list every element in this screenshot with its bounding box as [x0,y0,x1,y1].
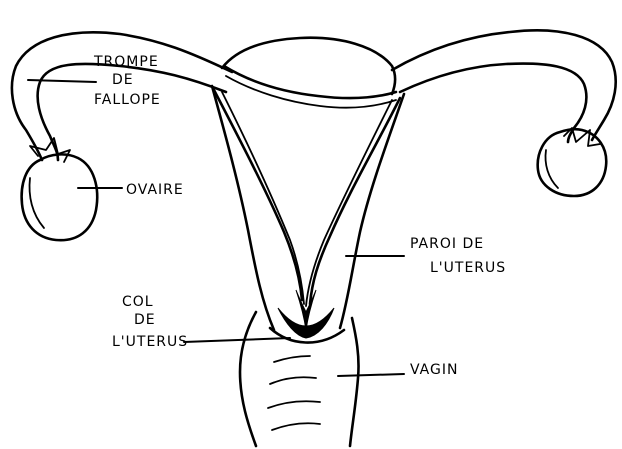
leader-col [184,338,290,342]
left-ovary [22,154,98,240]
leader-lines [28,80,404,376]
label-paroi-line2: L'UTERUS [430,260,506,276]
label-col-line1: COL [122,294,154,310]
label-trompe-line3: FALLOPE [94,92,161,108]
label-trompe-line1: TROMPE [93,54,159,70]
leader-trompe [28,80,96,82]
label-vagin: VAGIN [410,362,458,378]
label-paroi-line1: PAROI DE [410,236,484,252]
label-col-line3: L'UTERUS [112,334,188,350]
label-col-line2: DE [134,312,156,328]
right-ovary [538,129,607,196]
uterus-body [212,86,404,343]
leader-vagin [338,374,404,376]
right-fallopian-tube [392,30,616,146]
uterus-fundus [222,38,396,108]
uterine-wall [214,90,400,338]
label-trompe-line2: DE [112,72,134,88]
label-ovaire: OVAIRE [126,182,184,198]
